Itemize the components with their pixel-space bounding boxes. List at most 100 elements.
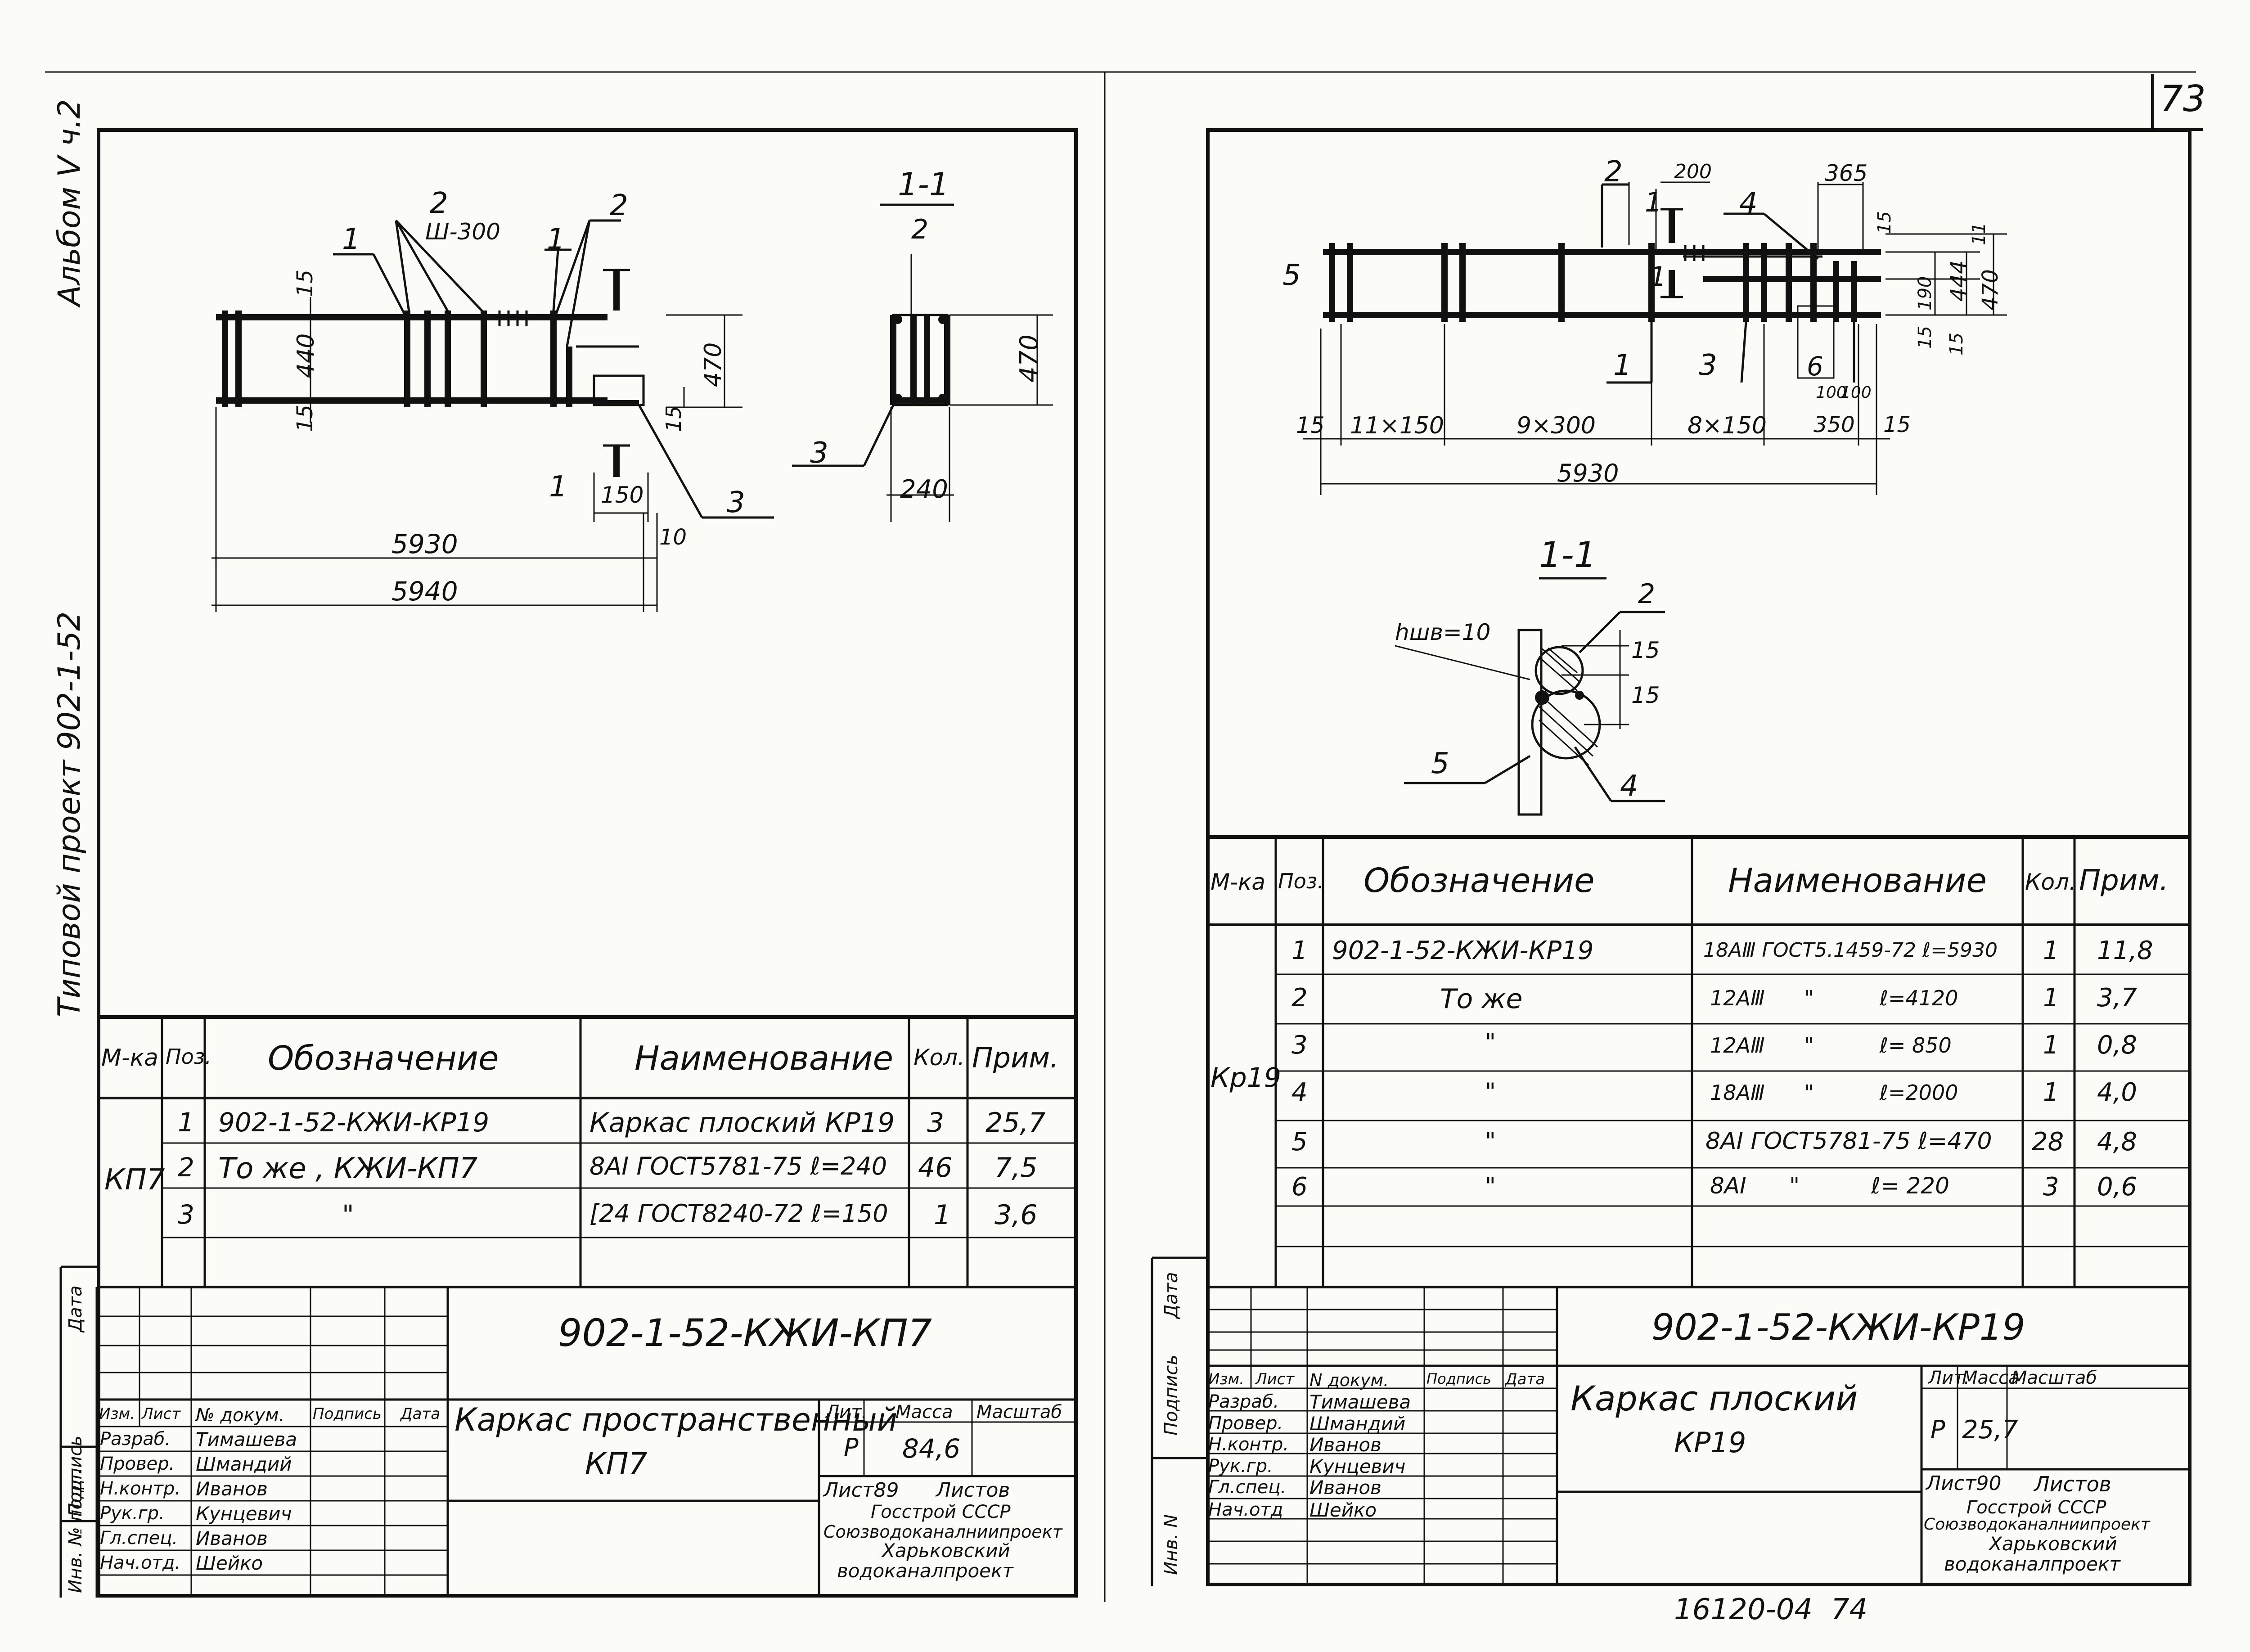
left-stamp-name: Иванов [196, 1478, 268, 1500]
right-spec-row-naim: 12АⅢ " ℓ=4120 [1710, 986, 1958, 1010]
right-spec-row-prim: 4,8 [2097, 1127, 2138, 1157]
right-stamp-col-date: Дата [1505, 1370, 1545, 1388]
right-stamp-side-inv: Инв. N [1161, 1514, 1182, 1575]
right-spec-row-oboz: То же [1440, 983, 1523, 1015]
right-stamp-org2: Союзводоканалниипроект [1924, 1515, 2150, 1534]
right-spec-row-poz: 5 [1292, 1127, 1308, 1157]
right-dim-5930: 5930 [1557, 459, 1619, 487]
left-drawing-frame [97, 128, 1078, 1598]
left-stamp-name: Кунцевич [196, 1503, 292, 1525]
left-callout-2b: 2 [610, 189, 628, 222]
right-spec-row-prim: 4,0 [2097, 1078, 2138, 1107]
right-spec-row-prim: 11,8 [2097, 936, 2153, 965]
left-spec-row-kol: 3 [927, 1107, 945, 1139]
right-callout-4: 4 [1739, 187, 1758, 220]
left-spec-row-naim: 8АI ГОСТ5781-75 ℓ=240 [590, 1152, 887, 1180]
right-callout-5: 5 [1282, 259, 1301, 292]
left-stamp-col-sign: Подпись [313, 1405, 382, 1423]
left-stamp-org3: Харьковский [882, 1539, 1010, 1562]
left-stamp-col-doc: № докум. [196, 1405, 285, 1426]
left-spec-row-oboz: 902-1-52-КЖИ-КР19 [218, 1107, 490, 1138]
right-dim-100a: 100 [1816, 383, 1847, 402]
right-dim-350: 350 [1814, 412, 1855, 437]
left-callout-1a: 1 [342, 223, 360, 256]
left-spec-row-oboz: То же , КЖИ-КП7 [218, 1152, 478, 1185]
left-stamp-role: Н.контр. [100, 1478, 180, 1499]
right-spec-row-naim: 8АI " ℓ= 220 [1710, 1173, 1949, 1199]
left-callout-2a: 2 [430, 187, 448, 220]
left-stamp-sheets-label: Листов [936, 1479, 1010, 1502]
left-stamp-title: Каркас пространственный [454, 1401, 898, 1438]
right-spec-row-kol: 1 [2043, 983, 2059, 1013]
left-stamp-col-izm: Изм. [99, 1405, 135, 1423]
right-callout-2: 2 [1604, 155, 1623, 189]
left-weld-label: Ш-300 [425, 219, 500, 245]
left-stamp-role: Разраб. [100, 1429, 171, 1449]
left-stamp-name: Иванов [196, 1527, 268, 1549]
right-stamp-sheet: Лист90 [1926, 1472, 2002, 1495]
right-spec-row-prim: 0,6 [2097, 1172, 2138, 1202]
right-spec-row-naim: 18АⅢ " ℓ=2000 [1710, 1080, 1958, 1105]
right-stamp-col-list: Лист [1256, 1370, 1295, 1388]
right-dim-9x300: 9×300 [1516, 412, 1596, 439]
right-spec-row-poz: 2 [1292, 983, 1308, 1013]
left-spec-row-naim: Каркас плоский КР19 [590, 1107, 895, 1139]
right-spec-mark: Кр19 [1210, 1062, 1282, 1094]
right-spec-row-poz: 1 [1292, 936, 1308, 965]
left-spec-row-kol: 1 [934, 1199, 951, 1231]
right-stamp-name: Тимашева [1310, 1391, 1411, 1413]
right-stamp-role: Рук.гр. [1208, 1456, 1273, 1476]
left-spec-row-naim: [24 ГОСТ8240-72 ℓ=150 [590, 1199, 888, 1228]
left-stamp-name: Шейко [196, 1552, 263, 1574]
left-stamp-org2: Союзводоканалниипроект [824, 1522, 1062, 1542]
right-spec-row-kol: 3 [2043, 1172, 2059, 1202]
left-spec-row-poz: 3 [178, 1199, 194, 1230]
right-spec-row-kol: 1 [2043, 1031, 2059, 1060]
left-spec-row-prim: 25,7 [986, 1107, 1046, 1139]
right-dim-8x150: 8×150 [1688, 412, 1767, 439]
right-spec-row-naim: 18АⅢ ГОСТ5.1459-72 ℓ=5930 [1703, 939, 1998, 962]
left-spec-row-poz: 2 [178, 1152, 194, 1183]
right-callout-1b: 1 [1649, 261, 1667, 293]
right-stamp-side-sign: Подпись [1161, 1355, 1182, 1436]
left-callout-3: 3 [727, 486, 745, 519]
right-callout-3: 3 [1699, 349, 1717, 382]
right-dim-15a: 15 [1296, 412, 1325, 438]
left-spec-header-kol: Кол. [914, 1044, 965, 1071]
left-stamp-mass: 84,6 [902, 1433, 961, 1464]
right-section-15a: 15 [1631, 637, 1660, 663]
right-dim-365: 365 [1825, 160, 1868, 186]
right-stamp-name: Иванов [1310, 1434, 1382, 1456]
right-stamp-org4: водоканалпроект [1944, 1553, 2120, 1575]
left-spec-row-kol: 46 [918, 1152, 953, 1184]
right-spec-header-poz: Поз. [1278, 869, 1324, 893]
left-stamp-title-mark: КП7 [585, 1446, 648, 1481]
right-stamp-role: Провер. [1208, 1413, 1283, 1434]
right-dim-200: 200 [1674, 160, 1712, 183]
right-spec-row-oboz: " [1485, 1029, 1496, 1056]
left-callout-1c: 1 [549, 470, 567, 504]
right-stamp-org1: Госстрой СССР [1966, 1497, 2106, 1518]
left-stamp-col-list: Лист [142, 1405, 181, 1423]
right-stamp-title-mark: КР19 [1674, 1426, 1746, 1459]
right-spec-row-prim: 0,8 [2097, 1031, 2138, 1060]
left-stamp-role: Гл.спец. [100, 1528, 178, 1548]
left-spec-row-prim: 3,6 [994, 1199, 1038, 1231]
right-spec-header-oboz: Обозначение [1364, 861, 1595, 900]
left-stamp-org1: Госстрой СССР [871, 1502, 1011, 1522]
left-stamp-lit: Р [844, 1433, 859, 1462]
left-spec-row-oboz: " [342, 1199, 354, 1230]
right-stamp-mass-label: Масса [1962, 1368, 2020, 1388]
left-dim-10: 10 [659, 525, 687, 550]
right-spec-row-naim: 12АⅢ " ℓ= 850 [1710, 1033, 1952, 1058]
left-section-dim-240: 240 [900, 475, 948, 504]
right-stamp-role: Гл.спец. [1208, 1477, 1287, 1498]
right-stamp-role: Н.контр. [1208, 1434, 1289, 1455]
right-spec-row-poz: 4 [1292, 1078, 1308, 1107]
